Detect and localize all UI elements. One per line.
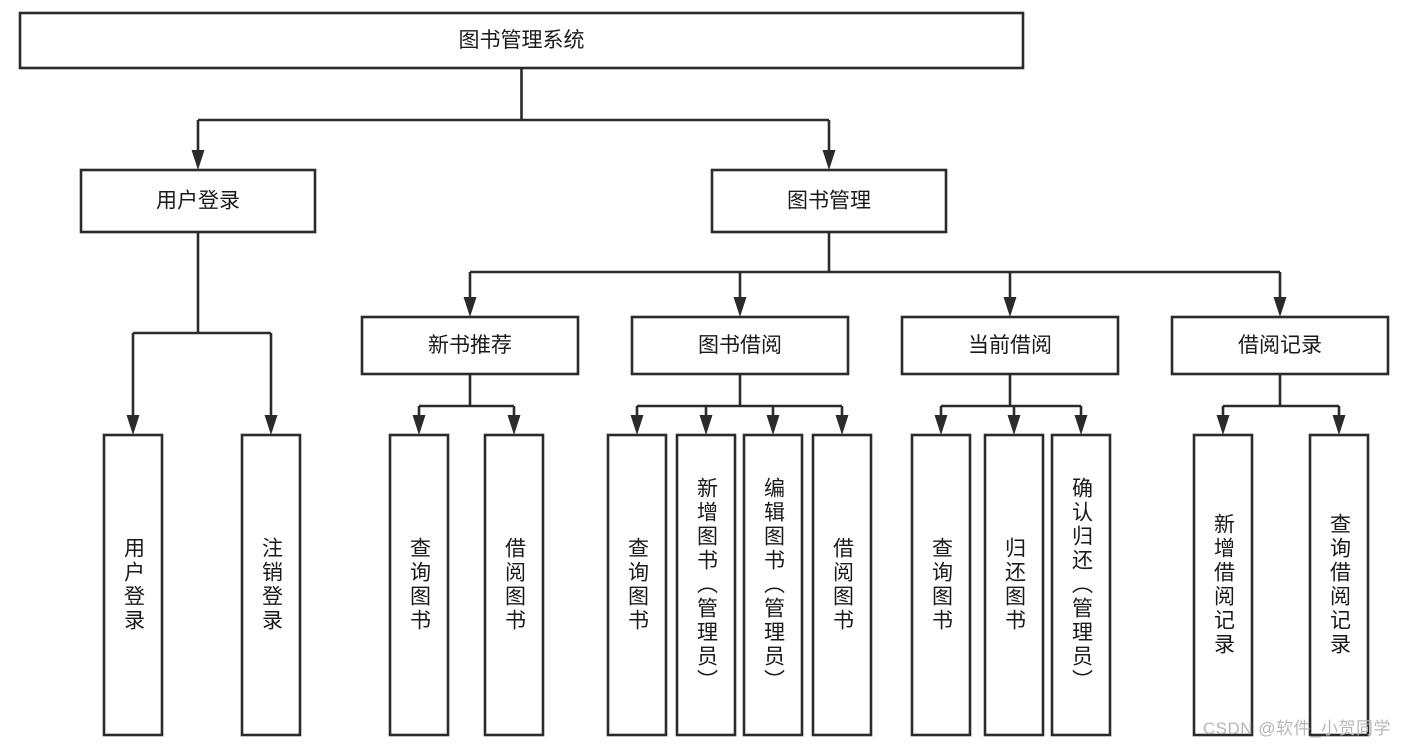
csdn-watermark: CSDN @软件_小贺同学 (1202, 719, 1391, 738)
node-label-borrow-record: 借阅记录 (1238, 334, 1322, 357)
node-label-leaf-add-borrow-record: 新增借阅记录 (1212, 513, 1236, 657)
node-box-leaf-edit-book[interactable] (742, 433, 804, 737)
connector-c-new-book (412, 374, 521, 435)
connector-c-root (191, 68, 836, 170)
arrow-head-icon (1216, 415, 1230, 435)
arrow-head-icon (412, 415, 426, 435)
arrow-head-icon (835, 415, 849, 435)
node-leaf-borrow-book-1[interactable]: 借阅图书 (483, 433, 545, 737)
connector-c-current-borrow (934, 374, 1088, 435)
node-box-leaf-borrow-book-1[interactable] (483, 433, 545, 737)
node-user-login[interactable]: 用户登录 (79, 168, 317, 234)
node-box-leaf-add-borrow-record[interactable] (1192, 433, 1254, 737)
node-label-leaf-borrow-book-1: 借阅图书 (503, 537, 527, 633)
arrow-head-icon (1003, 297, 1017, 317)
arrow-head-icon (766, 415, 780, 435)
node-label-leaf-query-book-1: 查询图书 (408, 537, 432, 633)
node-leaf-edit-book[interactable]: 编辑图书（管理员） (742, 433, 804, 737)
node-label-book-borrow: 图书借阅 (698, 334, 782, 357)
node-box-leaf-logout-login[interactable] (240, 433, 302, 737)
arrow-head-icon (934, 415, 948, 435)
node-leaf-add-borrow-record[interactable]: 新增借阅记录 (1192, 433, 1254, 737)
arrow-head-icon (733, 297, 747, 317)
node-borrow-record[interactable]: 借阅记录 (1170, 315, 1390, 376)
node-book-manage[interactable]: 图书管理 (710, 168, 948, 234)
node-book-borrow[interactable]: 图书借阅 (630, 315, 850, 376)
node-box-leaf-borrow-book-2[interactable] (811, 433, 873, 737)
node-box-user-login[interactable] (79, 168, 317, 234)
node-box-leaf-query-borrow-record[interactable] (1308, 433, 1370, 737)
node-new-book-recommend[interactable]: 新书推荐 (360, 315, 580, 376)
node-current-borrow[interactable]: 当前借阅 (900, 315, 1120, 376)
node-label-current-borrow: 当前借阅 (968, 334, 1052, 357)
connector-c-borrow-record (1216, 374, 1346, 435)
arrow-head-icon (1273, 297, 1287, 317)
node-label-leaf-query-book-3: 查询图书 (930, 537, 954, 633)
arrow-head-icon (191, 150, 205, 170)
node-leaf-return-book[interactable]: 归还图书 (983, 433, 1045, 737)
node-leaf-query-borrow-record[interactable]: 查询借阅记录 (1308, 433, 1370, 737)
node-label-new-book-recommend: 新书推荐 (428, 334, 512, 357)
node-leaf-user-login[interactable]: 用户登录 (102, 433, 164, 737)
connector-c-book-manage (463, 232, 1287, 317)
node-label-leaf-edit-book: 编辑图书（管理员） (762, 477, 786, 693)
node-label-leaf-add-book: 新增图书（管理员） (695, 477, 719, 693)
node-box-leaf-add-book[interactable] (675, 433, 737, 737)
node-box-borrow-record[interactable] (1170, 315, 1390, 376)
node-box-current-borrow[interactable] (900, 315, 1120, 376)
connector-c-user-login (126, 232, 278, 435)
connector-c-book-borrow (630, 374, 849, 435)
node-box-leaf-return-book[interactable] (983, 433, 1045, 737)
node-label-leaf-logout-login: 注销登录 (260, 537, 284, 633)
arrow-head-icon (822, 150, 836, 170)
node-label-leaf-query-borrow-record: 查询借阅记录 (1328, 513, 1352, 657)
node-leaf-query-book-3[interactable]: 查询图书 (910, 433, 972, 737)
arrow-head-icon (507, 415, 521, 435)
node-leaf-add-book[interactable]: 新增图书（管理员） (675, 433, 737, 737)
node-label-book-manage: 图书管理 (787, 190, 871, 213)
node-root[interactable]: 图书管理系统 (18, 11, 1025, 70)
arrow-head-icon (1007, 415, 1021, 435)
arrow-head-icon (630, 415, 644, 435)
node-box-leaf-query-book-1[interactable] (388, 433, 450, 737)
arrow-head-icon (1332, 415, 1346, 435)
arrow-head-icon (264, 415, 278, 435)
node-label-leaf-return-book: 归还图书 (1003, 537, 1027, 633)
node-box-book-manage[interactable] (710, 168, 948, 234)
node-box-leaf-user-login[interactable] (102, 433, 164, 737)
node-layer: 图书管理系统用户登录图书管理新书推荐图书借阅当前借阅借阅记录用户登录注销登录查询… (18, 11, 1390, 737)
node-label-user-login: 用户登录 (156, 190, 240, 213)
node-box-new-book-recommend[interactable] (360, 315, 580, 376)
node-label-leaf-borrow-book-2: 借阅图书 (831, 537, 855, 633)
node-label-leaf-user-login: 用户登录 (122, 537, 146, 633)
node-label-leaf-query-book-2: 查询图书 (626, 537, 650, 633)
arrow-head-icon (126, 415, 140, 435)
connector-layer (126, 68, 1346, 435)
node-leaf-confirm-return[interactable]: 确认归还（管理员） (1050, 433, 1112, 737)
node-box-book-borrow[interactable] (630, 315, 850, 376)
node-box-leaf-confirm-return[interactable] (1050, 433, 1112, 737)
arrow-head-icon (699, 415, 713, 435)
node-box-leaf-query-book-3[interactable] (910, 433, 972, 737)
node-label-leaf-confirm-return: 确认归还（管理员） (1070, 477, 1094, 693)
node-box-leaf-query-book-2[interactable] (606, 433, 668, 737)
node-leaf-logout-login[interactable]: 注销登录 (240, 433, 302, 737)
arrow-head-icon (463, 297, 477, 317)
node-leaf-query-book-1[interactable]: 查询图书 (388, 433, 450, 737)
node-label-root: 图书管理系统 (459, 29, 585, 52)
node-leaf-borrow-book-2[interactable]: 借阅图书 (811, 433, 873, 737)
arrow-head-icon (1074, 415, 1088, 435)
node-box-root[interactable] (18, 11, 1025, 70)
node-leaf-query-book-2[interactable]: 查询图书 (606, 433, 668, 737)
